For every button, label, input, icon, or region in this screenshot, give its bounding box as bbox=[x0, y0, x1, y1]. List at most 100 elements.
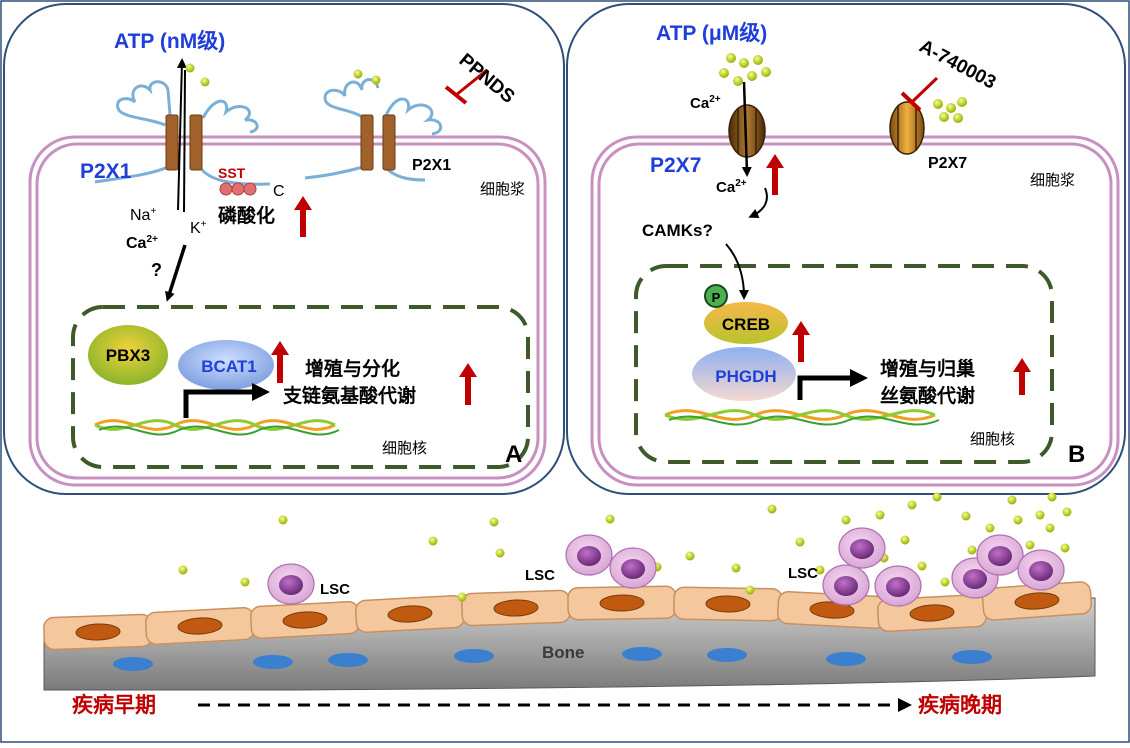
dna-helix-a bbox=[94, 419, 340, 436]
camks-to-creb-arrow bbox=[725, 243, 749, 300]
cytoplasm-label-b: 细胞浆 bbox=[1030, 171, 1075, 189]
lsc-cell bbox=[976, 534, 1024, 576]
bcat1-node bbox=[178, 340, 274, 390]
panel-letter-b: B bbox=[1068, 441, 1085, 468]
osteocytes bbox=[113, 647, 992, 671]
atp-cluster-b2 bbox=[933, 97, 967, 123]
atp-dot bbox=[1035, 510, 1045, 520]
atp-dot bbox=[1045, 523, 1055, 533]
p2x1-tail-left bbox=[94, 165, 169, 184]
atp-dot bbox=[685, 551, 695, 561]
creb-label: CREB bbox=[722, 315, 770, 334]
atp-dot bbox=[371, 75, 381, 85]
atp-dot bbox=[917, 561, 927, 571]
phospho-p-badge bbox=[704, 284, 728, 308]
phosphorylation-label: 磷酸化 bbox=[218, 204, 275, 227]
osteoblast-cell bbox=[249, 600, 361, 640]
atp-dot bbox=[428, 536, 438, 546]
creb-node bbox=[704, 302, 788, 344]
bone-label: Bone bbox=[542, 643, 585, 662]
phospho-site bbox=[243, 182, 257, 196]
phospho-p-label: P bbox=[712, 290, 721, 305]
atp-dot bbox=[985, 523, 995, 533]
atp-dot bbox=[731, 563, 741, 573]
bcat1-label: BCAT1 bbox=[201, 357, 256, 376]
phgdh-node bbox=[692, 347, 796, 401]
atp-nm-label: ATP (nM级) bbox=[114, 29, 225, 53]
atp-dot bbox=[795, 537, 805, 547]
p2x1-loop-right bbox=[201, 99, 259, 134]
na-ion-label: Na+ bbox=[130, 206, 156, 224]
sst-label: SST bbox=[218, 165, 246, 181]
panel-b-nucleus bbox=[634, 264, 1054, 464]
lsc-cells bbox=[267, 527, 1065, 607]
panel-a bbox=[28, 58, 547, 487]
ppnds-inhibition-line bbox=[455, 68, 488, 97]
panel-letter-a: A bbox=[505, 441, 522, 468]
phospho-site bbox=[231, 182, 245, 196]
p2x1-receptor-label-2: P2X1 bbox=[412, 157, 451, 174]
atp-dot bbox=[240, 577, 250, 587]
atp-dot bbox=[1060, 543, 1070, 553]
p2x1-tm-2 bbox=[189, 114, 203, 171]
atp-dot bbox=[907, 500, 917, 510]
atp-dot bbox=[841, 515, 851, 525]
p2x7-channel-2 bbox=[889, 101, 925, 155]
atp-dot bbox=[875, 510, 885, 520]
k-efflux-arrow bbox=[176, 58, 187, 211]
signal-arrow-a bbox=[165, 244, 187, 302]
ca-to-camks-arrow bbox=[748, 187, 768, 219]
pbx3-label: PBX3 bbox=[106, 346, 150, 365]
p2x1-tm-1 bbox=[165, 114, 179, 171]
panel-a-membrane-outer bbox=[28, 135, 547, 487]
a740003-inhibition-bar bbox=[900, 91, 922, 112]
lsc-label-3: LSC bbox=[788, 565, 818, 582]
atp-dot bbox=[900, 535, 910, 545]
atp-dot bbox=[1062, 507, 1072, 517]
a740003-inhibition-line bbox=[910, 76, 939, 104]
lsc-label-1: LSC bbox=[320, 581, 350, 598]
effect-up-arrow-a bbox=[459, 363, 477, 405]
creb-up-arrow bbox=[792, 321, 810, 362]
phgdh-label: PHGDH bbox=[715, 367, 776, 386]
atp-dot bbox=[932, 492, 942, 502]
osteoblast-cell bbox=[673, 586, 783, 622]
atp-dot bbox=[1007, 495, 1017, 505]
atp-dot bbox=[185, 63, 195, 73]
p2x1-2-tm-2 bbox=[382, 114, 396, 171]
ca-ion-label-b-top: Ca2+ bbox=[690, 94, 721, 112]
panel-a-nucleus bbox=[71, 305, 530, 469]
ca-ion-label-a: Ca2+ bbox=[126, 234, 158, 252]
effect-up-arrow-b bbox=[1013, 358, 1031, 395]
disease-early-label: 疾病早期 bbox=[72, 693, 156, 717]
bcat1-up-arrow bbox=[271, 341, 289, 383]
k-ion-label: K+ bbox=[190, 219, 207, 237]
c-terminus-label: C bbox=[273, 183, 285, 200]
atp-dot bbox=[457, 592, 467, 602]
nucleus-label-b: 细胞核 bbox=[970, 431, 1015, 448]
lsc-cell bbox=[1017, 549, 1065, 591]
atp-dot bbox=[178, 565, 188, 575]
atp-dot bbox=[745, 585, 755, 595]
atp-dot bbox=[278, 515, 288, 525]
atp-dot bbox=[353, 69, 363, 79]
ppnds-inhibition-bar bbox=[444, 85, 468, 105]
lsc-cell bbox=[565, 534, 613, 576]
promoter-arrow-a bbox=[183, 383, 270, 418]
camks-label: CAMKs? bbox=[642, 221, 713, 240]
p2x1-2-tm-1 bbox=[360, 114, 374, 171]
atp-um-label: ATP (μM级) bbox=[656, 21, 767, 45]
ca-influx-arrow bbox=[741, 81, 752, 177]
effect-a-line1: 增殖与分化 bbox=[305, 357, 400, 380]
atp-gradient-dots bbox=[178, 492, 1072, 602]
na-influx-line bbox=[183, 69, 186, 213]
lsc-cell bbox=[874, 565, 922, 607]
atp-dot bbox=[489, 517, 499, 527]
p2x1-2-loop-left bbox=[323, 78, 380, 120]
lsc-cell bbox=[822, 564, 870, 606]
atp-dot bbox=[1047, 492, 1057, 502]
osteoblast-cell bbox=[981, 581, 1093, 621]
unknown-mechanism-mark: ? bbox=[151, 260, 162, 280]
